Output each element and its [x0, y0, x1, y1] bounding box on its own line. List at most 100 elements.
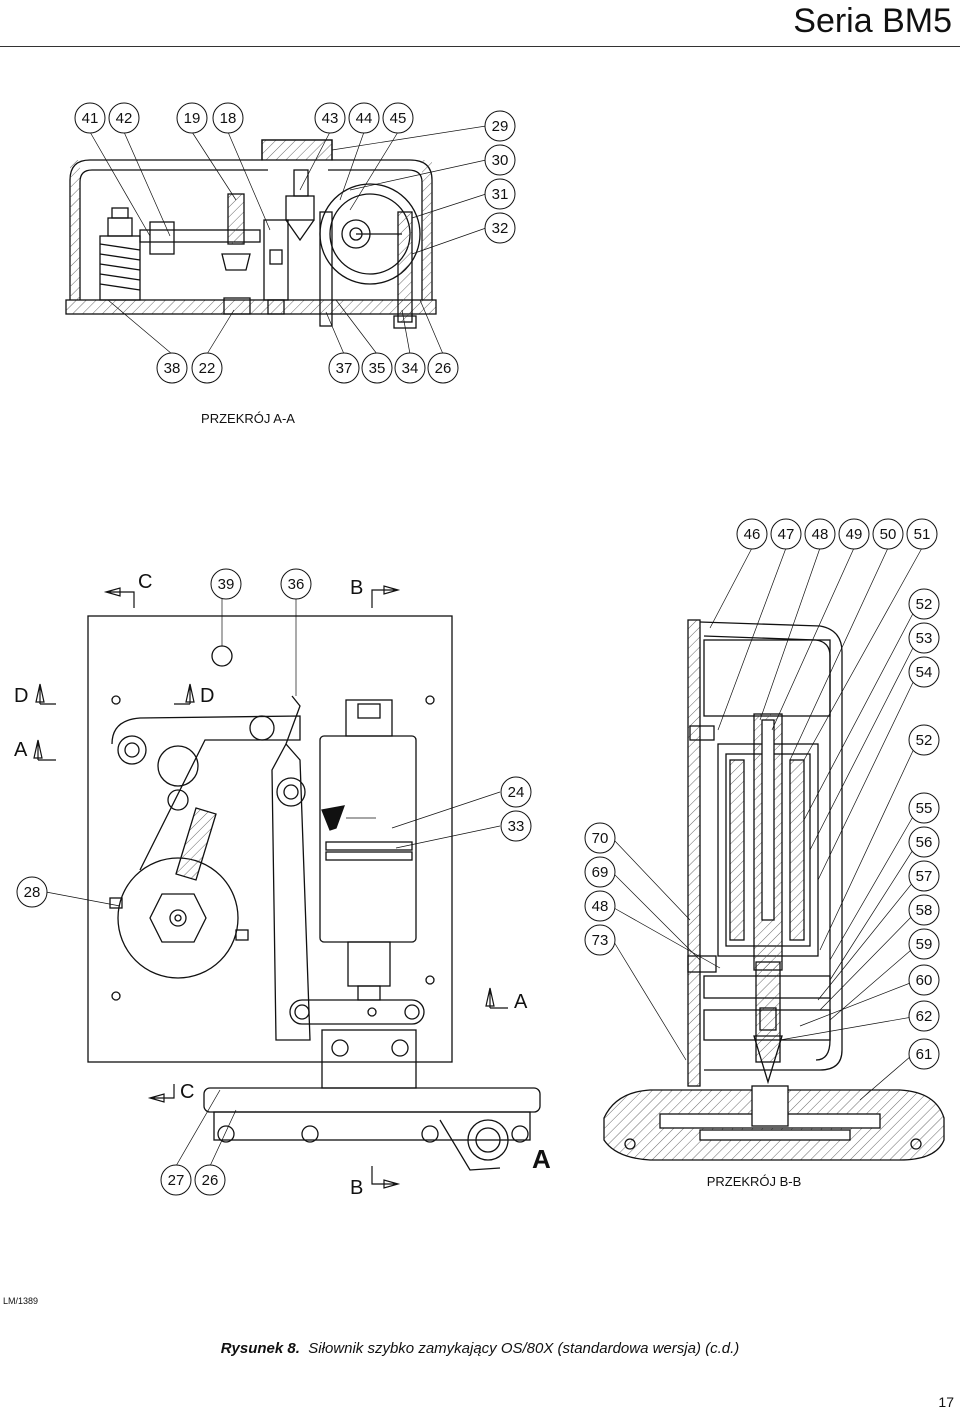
svg-text:59: 59: [916, 936, 933, 953]
callout-53: 53: [908, 622, 940, 654]
svg-text:47: 47: [778, 526, 795, 543]
callout-22: 22: [191, 352, 223, 384]
callout-18: 18: [212, 102, 244, 134]
svg-text:61: 61: [916, 1046, 933, 1063]
callouts-aa-top: 41 42 19 18 43 44 45: [74, 102, 414, 134]
section-letter-a-right: A: [514, 991, 528, 1013]
callouts-front-bottom: 27 26: [160, 1164, 226, 1196]
svg-text:73: 73: [592, 932, 609, 949]
front-view: [33, 585, 541, 1189]
svg-text:43: 43: [322, 110, 339, 127]
svg-text:69: 69: [592, 864, 609, 881]
svg-text:62: 62: [916, 1008, 933, 1025]
svg-text:52: 52: [916, 732, 933, 749]
svg-text:19: 19: [184, 110, 201, 127]
section-letter-d-left: D: [14, 685, 28, 707]
callout-61: 61: [908, 1038, 940, 1070]
callouts-front-top: 39 36: [210, 568, 312, 600]
svg-text:52: 52: [916, 596, 933, 613]
svg-text:37: 37: [336, 360, 353, 377]
callout-52: 52: [908, 588, 940, 620]
section-letter-b-top: B: [350, 577, 363, 599]
callout-60: 60: [908, 964, 940, 996]
svg-text:29: 29: [492, 118, 509, 135]
figure-caption-label: Rysunek 8.: [220, 1340, 300, 1357]
svg-text:41: 41: [82, 110, 99, 127]
section-letter-a-big: A: [532, 1144, 551, 1174]
callout-26-front: 26: [194, 1164, 226, 1196]
callout-51: 51: [906, 518, 938, 550]
svg-text:60: 60: [916, 972, 933, 989]
drawing-code: LM/1389: [3, 1296, 39, 1306]
callout-62: 62: [908, 1000, 940, 1032]
svg-text:58: 58: [916, 902, 933, 919]
svg-text:22: 22: [199, 360, 216, 377]
svg-text:36: 36: [288, 576, 305, 593]
callout-55: 55: [908, 792, 940, 824]
callout-48-left: 48: [584, 890, 616, 922]
callout-31: 31: [484, 178, 516, 210]
svg-text:50: 50: [880, 526, 897, 543]
section-letter-b-bottom: B: [350, 1177, 363, 1199]
page-number: 17: [938, 1394, 954, 1410]
svg-text:56: 56: [916, 834, 933, 851]
svg-text:70: 70: [592, 830, 609, 847]
callout-38: 38: [156, 352, 188, 384]
callouts-bb-left: 70 69 48 73: [584, 822, 616, 956]
svg-text:49: 49: [846, 526, 863, 543]
callouts-bb-right: 52 53 54 52 55 56 57 58 59 60 62 61: [908, 588, 940, 1070]
callouts-aa-bottom: 38 22 37 35 34 26: [156, 352, 459, 384]
section-letter-d-right: D: [200, 685, 214, 707]
svg-text:54: 54: [916, 664, 933, 681]
title-rule: [0, 46, 960, 47]
section-letter-c-bottom: C: [180, 1081, 194, 1103]
callout-47: 47: [770, 518, 802, 550]
callout-37: 37: [328, 352, 360, 384]
callout-46: 46: [736, 518, 768, 550]
callout-54: 54: [908, 656, 940, 688]
svg-text:46: 46: [744, 526, 761, 543]
section-letter-c-top: C: [138, 571, 152, 593]
callout-19: 19: [176, 102, 208, 134]
callout-50: 50: [872, 518, 904, 550]
callout-59: 59: [908, 928, 940, 960]
callout-56: 56: [908, 826, 940, 858]
svg-text:57: 57: [916, 868, 933, 885]
figure-caption: Rysunek 8. Siłownik szybko zamykający OS…: [0, 1340, 960, 1357]
svg-text:24: 24: [508, 784, 525, 801]
callout-43: 43: [314, 102, 346, 134]
callout-35: 35: [361, 352, 393, 384]
svg-text:33: 33: [508, 818, 525, 835]
callout-26: 26: [427, 352, 459, 384]
svg-text:39: 39: [218, 576, 235, 593]
svg-text:55: 55: [916, 800, 933, 817]
callout-39: 39: [210, 568, 242, 600]
svg-text:48: 48: [592, 898, 609, 915]
svg-text:26: 26: [202, 1172, 219, 1189]
svg-text:31: 31: [492, 186, 509, 203]
callout-45: 45: [382, 102, 414, 134]
svg-text:18: 18: [220, 110, 237, 127]
page-title: Seria BM5: [793, 2, 952, 40]
svg-text:34: 34: [402, 360, 419, 377]
callout-70: 70: [584, 822, 616, 854]
callouts-aa-right: 29 30 31 32: [484, 110, 516, 244]
svg-text:27: 27: [168, 1172, 185, 1189]
callout-57: 57: [908, 860, 940, 892]
section-letter-a-left: A: [14, 739, 28, 761]
callout-73: 73: [584, 924, 616, 956]
callout-27: 27: [160, 1164, 192, 1196]
callout-48-top: 48: [804, 518, 836, 550]
callout-24: 24: [500, 776, 532, 808]
section-aa-title: PRZEKRÓJ A-A: [201, 411, 295, 426]
svg-text:28: 28: [24, 884, 41, 901]
section-bb-view: [603, 547, 945, 1161]
callout-69: 69: [584, 856, 616, 888]
callout-32: 32: [484, 212, 516, 244]
svg-text:38: 38: [164, 360, 181, 377]
callouts-front-left: 28: [16, 876, 48, 908]
callouts-front-mid: 24 33: [500, 776, 532, 842]
section-aa-view: [65, 125, 487, 355]
svg-text:48: 48: [812, 526, 829, 543]
callout-44: 44: [348, 102, 380, 134]
